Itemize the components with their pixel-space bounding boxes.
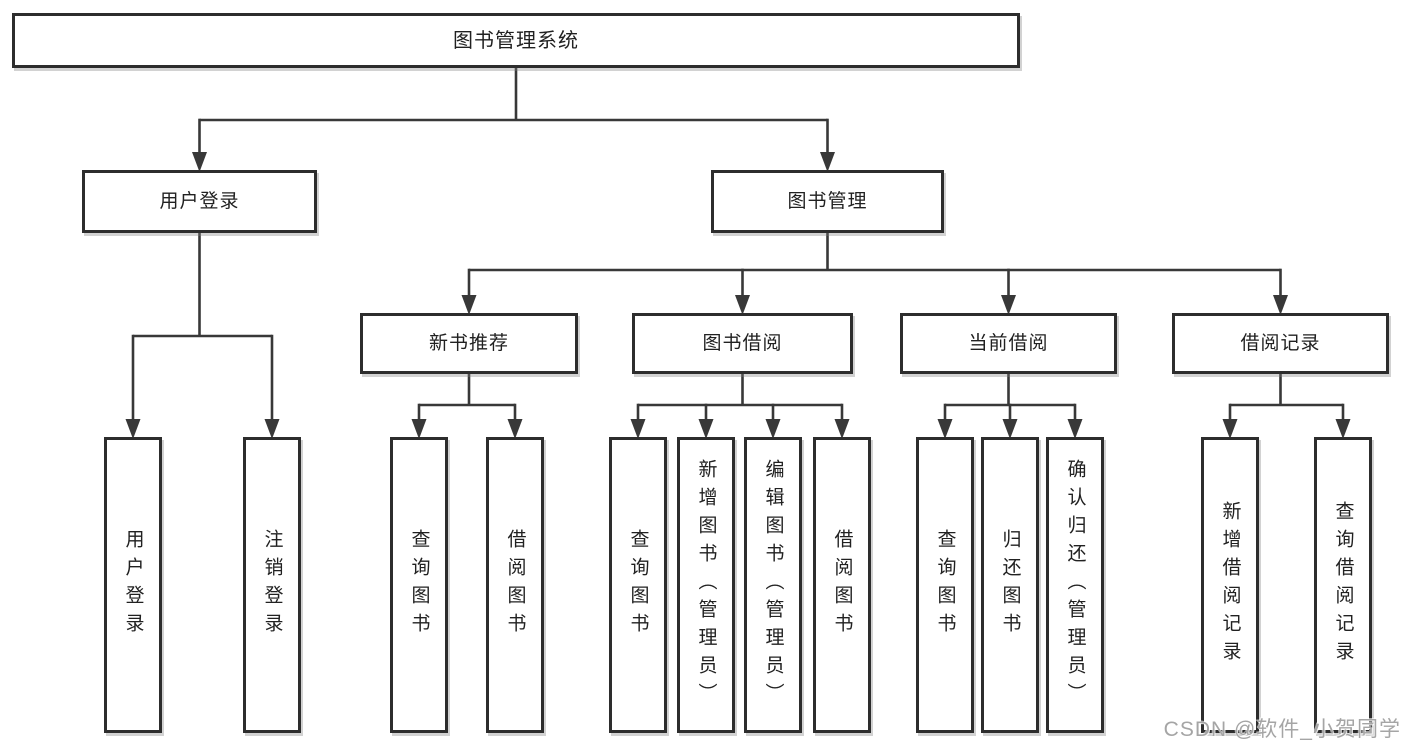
node-borrow-books-1: 借阅图书 [486,437,544,733]
node-query-books-3: 查询图书 [916,437,974,733]
node-book-borrowing: 图书借阅 [632,313,853,374]
node-edit-books-admin: 编辑图书（管理员） [744,437,802,733]
node-library-management-system: 图书管理系统 [12,13,1020,68]
connector-borrowing-records [1222,374,1351,439]
node-logout-login: 注销登录 [243,437,301,733]
node-query-borrow-record: 查询借阅记录 [1314,437,1372,733]
node-return-books: 归还图书 [981,437,1039,733]
node-borrow-books-2: 借阅图书 [813,437,871,733]
node-add-books-admin: 新增图书（管理员） [677,437,735,733]
node-query-books-1: 查询图书 [390,437,448,733]
connector-new-book-recommendation [411,374,523,439]
node-user-login: 用户登录 [104,437,162,733]
node-query-books-2: 查询图书 [609,437,667,733]
node-new-book-recommendation: 新书推荐 [360,313,578,374]
node-borrowing-records: 借阅记录 [1172,313,1389,374]
connector-user-login-group [125,233,280,439]
node-current-borrowing: 当前借阅 [900,313,1117,374]
connector-book-management [461,233,1288,315]
connector-current-borrowing [937,374,1083,439]
node-confirm-return-admin: 确认归还（管理员） [1046,437,1104,733]
node-book-management: 图书管理 [711,170,944,233]
connector-library-management-system [192,68,835,172]
connector-book-borrowing [630,374,850,439]
node-user-login-group: 用户登录 [82,170,317,233]
node-add-borrow-record: 新增借阅记录 [1201,437,1259,733]
csdn-watermark: CSDN @软件_小贺同学 [1163,718,1401,741]
